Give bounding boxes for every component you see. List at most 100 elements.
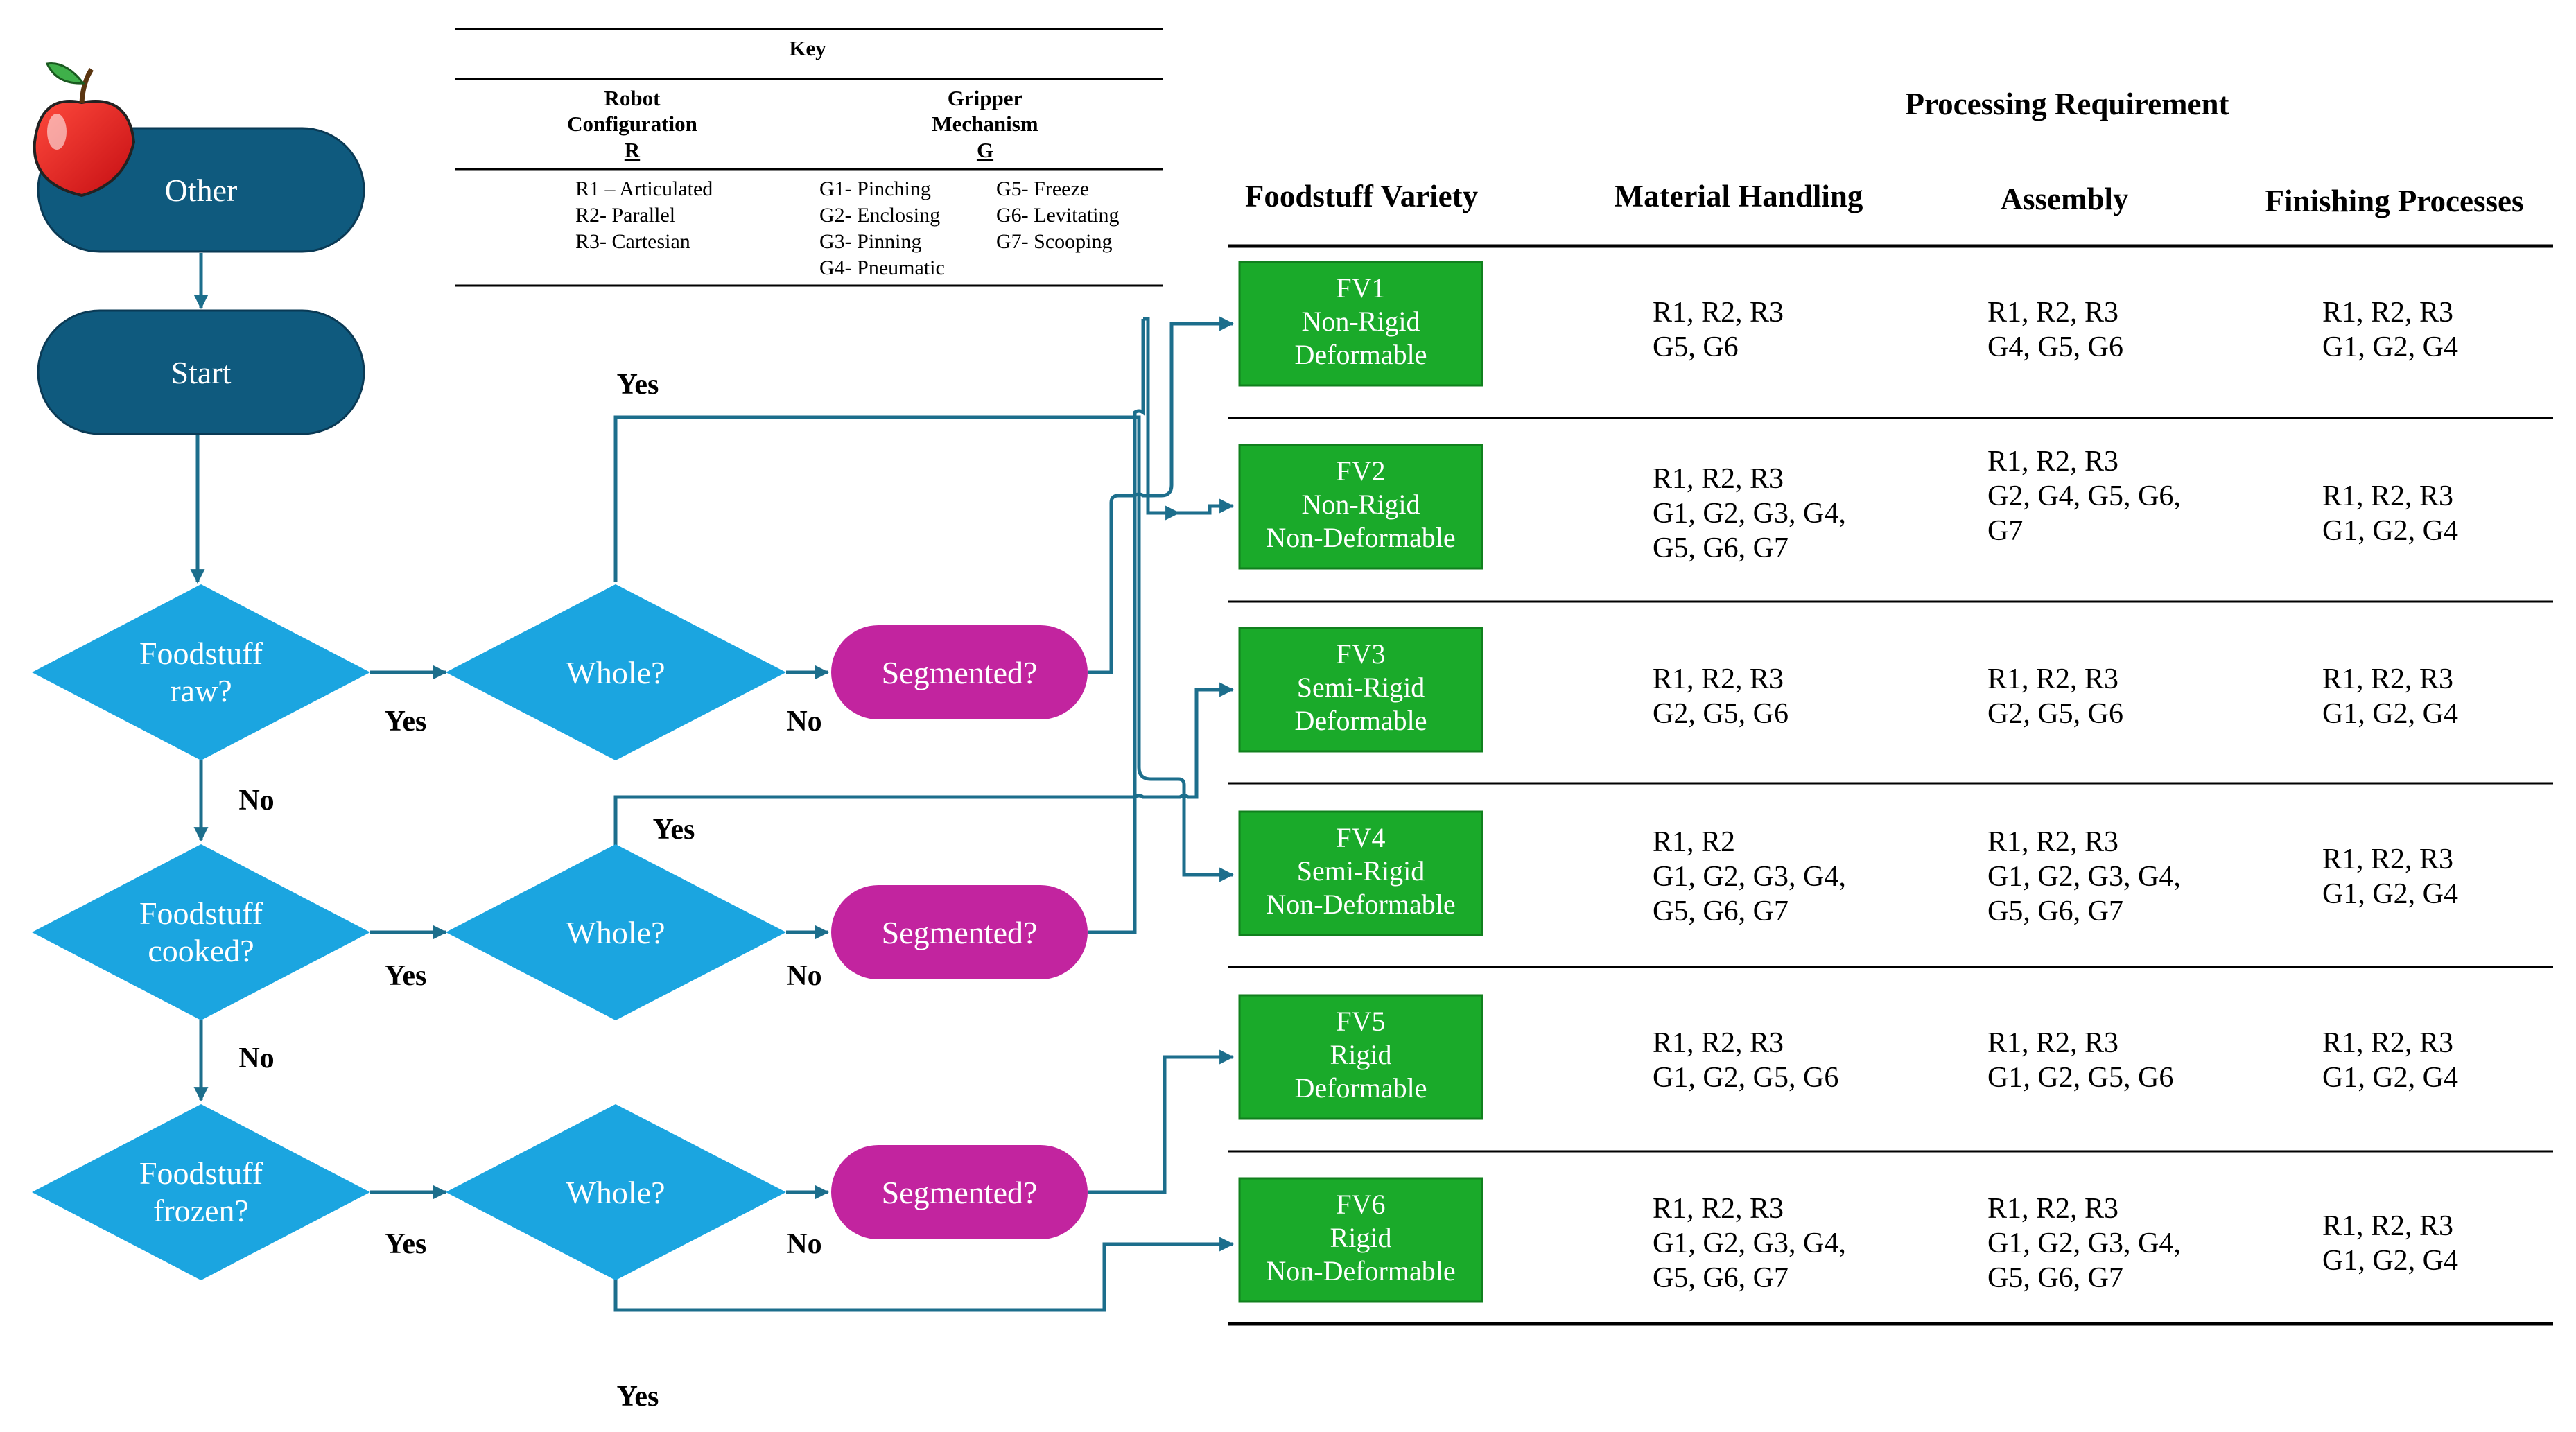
segmented-cooked: Segmented?: [831, 885, 1088, 979]
svg-text:R1, R2, R3: R1, R2, R3: [2322, 1027, 2453, 1059]
svg-text:raw?: raw?: [170, 673, 232, 708]
svg-text:R1, R2, R3: R1, R2, R3: [1987, 297, 2118, 329]
key-gripper-header-symbol: G: [977, 138, 993, 162]
svg-text:R1, R2, R3: R1, R2, R3: [1987, 1027, 2118, 1059]
flow-connectors: [190, 253, 1235, 1312]
svg-text:Semi-Rigid: Semi-Rigid: [1297, 672, 1425, 703]
svg-text:FV5: FV5: [1336, 1006, 1385, 1037]
svg-text:R1, R2, R3: R1, R2, R3: [2322, 663, 2453, 695]
yes-label: Yes: [617, 1381, 659, 1413]
svg-text:Non-Deformable: Non-Deformable: [1266, 522, 1455, 553]
svg-text:G1, G2, G4: G1, G2, G4: [2322, 1245, 2458, 1277]
header-material-handling: Material Handling: [1615, 179, 1863, 213]
svg-text:Non-Deformable: Non-Deformable: [1266, 889, 1455, 920]
svg-text:G1, G2, G4: G1, G2, G4: [2322, 331, 2458, 363]
svg-text:R1, R2, R3: R1, R2, R3: [2322, 1210, 2453, 1242]
svg-text:R1, R2, R3: R1, R2, R3: [1987, 663, 2118, 695]
svg-text:G5, G6: G5, G6: [1653, 331, 1739, 363]
svg-text:G5, G6, G7: G5, G6, G7: [1987, 896, 2123, 927]
no-label: No: [786, 960, 821, 992]
key-gripper-item: G4- Pneumatic: [819, 256, 945, 279]
svg-text:Rigid: Rigid: [1330, 1222, 1392, 1253]
key-robot-header-symbol: R: [625, 138, 641, 162]
decision-raw: Foodstuff raw?: [32, 584, 370, 760]
svg-text:FV3: FV3: [1336, 638, 1385, 670]
table-row: FV6 Rigid Non-Deformable R1, R2, R3 G1, …: [1238, 1177, 2458, 1303]
start-terminal: Start: [37, 309, 365, 435]
svg-text:R1, R2, R3: R1, R2, R3: [2322, 480, 2453, 512]
svg-text:G1, G2, G3, G4,: G1, G2, G3, G4,: [1653, 1228, 1846, 1259]
svg-text:cooked?: cooked?: [148, 933, 254, 968]
key-legend: Key Robot Configuration R Gripper Mechan…: [455, 28, 1163, 287]
svg-text:FV6: FV6: [1336, 1189, 1385, 1220]
svg-text:Whole?: Whole?: [566, 915, 665, 950]
decision-whole-raw: Whole?: [446, 584, 786, 760]
other-label: Other: [165, 173, 238, 208]
svg-text:R1, R2, R3: R1, R2, R3: [1653, 1027, 1784, 1059]
key-gripper-header-line2: Mechanism: [932, 112, 1038, 136]
svg-text:R1, R2, R3: R1, R2, R3: [2322, 297, 2453, 329]
svg-text:G1, G2, G3, G4,: G1, G2, G3, G4,: [1987, 1228, 2181, 1259]
segmented-frozen: Segmented?: [831, 1145, 1088, 1239]
svg-text:Non-Deformable: Non-Deformable: [1266, 1255, 1455, 1286]
yes-label: Yes: [385, 706, 427, 737]
svg-text:G1, G2, G4: G1, G2, G4: [2322, 515, 2458, 547]
yes-label: Yes: [617, 369, 659, 401]
svg-text:Deformable: Deformable: [1294, 1072, 1427, 1103]
svg-text:G1, G2, G5, G6: G1, G2, G5, G6: [1987, 1062, 2173, 1094]
svg-text:R1, R2, R3: R1, R2, R3: [1653, 663, 1784, 695]
key-gripper-item: G5- Freeze: [996, 177, 1089, 200]
svg-text:G1, G2, G3, G4,: G1, G2, G3, G4,: [1653, 861, 1846, 893]
header-finishing-processes: Finishing Processes: [2265, 184, 2524, 218]
svg-text:Whole?: Whole?: [566, 655, 665, 690]
svg-text:R1, R2, R3: R1, R2, R3: [1653, 297, 1784, 329]
svg-text:Deformable: Deformable: [1294, 705, 1427, 736]
start-label: Start: [171, 355, 232, 390]
no-label: No: [238, 785, 274, 817]
apple-icon: [33, 62, 136, 198]
svg-text:G1, G2, G5, G6: G1, G2, G5, G6: [1653, 1062, 1838, 1094]
svg-text:R1, R2: R1, R2: [1653, 826, 1735, 858]
table-row: FV4 Semi-Rigid Non-Deformable R1, R2 G1,…: [1238, 810, 2458, 936]
key-gripper-item: G7- Scooping: [996, 230, 1113, 253]
svg-text:G5, G6, G7: G5, G6, G7: [1653, 532, 1789, 564]
key-robot-item: R1 – Articulated: [575, 177, 713, 200]
decision-frozen: Foodstuff frozen?: [32, 1104, 370, 1280]
svg-text:Non-Rigid: Non-Rigid: [1301, 306, 1420, 337]
key-gripper-item: G3- Pinning: [819, 230, 922, 253]
super-header: Processing Requirement: [1905, 87, 2229, 121]
svg-text:FV4: FV4: [1336, 822, 1385, 853]
svg-text:R1, R2, R3: R1, R2, R3: [1987, 446, 2118, 478]
decision-whole-cooked: Whole?: [446, 844, 786, 1020]
key-gripper-header-line1: Gripper: [948, 86, 1023, 110]
key-robot-header-line2: Configuration: [567, 112, 697, 136]
svg-text:G1, G2, G4: G1, G2, G4: [2322, 698, 2458, 730]
segmented-raw: Segmented?: [831, 625, 1088, 719]
yes-label: Yes: [385, 960, 427, 992]
key-gripper-item: G1- Pinching: [819, 177, 931, 200]
svg-text:R1, R2, R3: R1, R2, R3: [1653, 463, 1784, 495]
key-gripper-item: G2- Enclosing: [819, 204, 940, 227]
svg-text:G2, G4, G5, G6,: G2, G4, G5, G6,: [1987, 480, 2181, 512]
svg-text:Non-Rigid: Non-Rigid: [1301, 489, 1420, 520]
decision-whole-frozen: Whole?: [446, 1104, 786, 1280]
header-foodstuff-variety: Foodstuff Variety: [1245, 179, 1479, 213]
svg-text:Foodstuff: Foodstuff: [139, 1155, 263, 1191]
svg-text:R1, R2, R3: R1, R2, R3: [1987, 826, 2118, 858]
svg-text:G1, G2, G3, G4,: G1, G2, G3, G4,: [1987, 861, 2181, 893]
svg-text:Whole?: Whole?: [566, 1175, 665, 1210]
svg-text:Segmented?: Segmented?: [882, 915, 1038, 950]
key-robot-item: R2- Parallel: [575, 204, 675, 227]
svg-text:G4, G5, G6: G4, G5, G6: [1987, 331, 2123, 363]
svg-text:G5, G6, G7: G5, G6, G7: [1653, 896, 1789, 927]
key-robot-header-line1: Robot: [604, 86, 661, 110]
table-row: FV5 Rigid Deformable R1, R2, R3 G1, G2, …: [1238, 994, 2458, 1120]
table-row: FV2 Non-Rigid Non-Deformable R1, R2, R3 …: [1238, 444, 2458, 570]
yes-label: Yes: [385, 1228, 427, 1260]
svg-text:Deformable: Deformable: [1294, 339, 1427, 370]
svg-text:R1, R2, R3: R1, R2, R3: [1653, 1193, 1784, 1225]
yes-label: Yes: [653, 814, 695, 846]
svg-text:G5, G6, G7: G5, G6, G7: [1653, 1262, 1789, 1294]
svg-text:Foodstuff: Foodstuff: [139, 636, 263, 671]
